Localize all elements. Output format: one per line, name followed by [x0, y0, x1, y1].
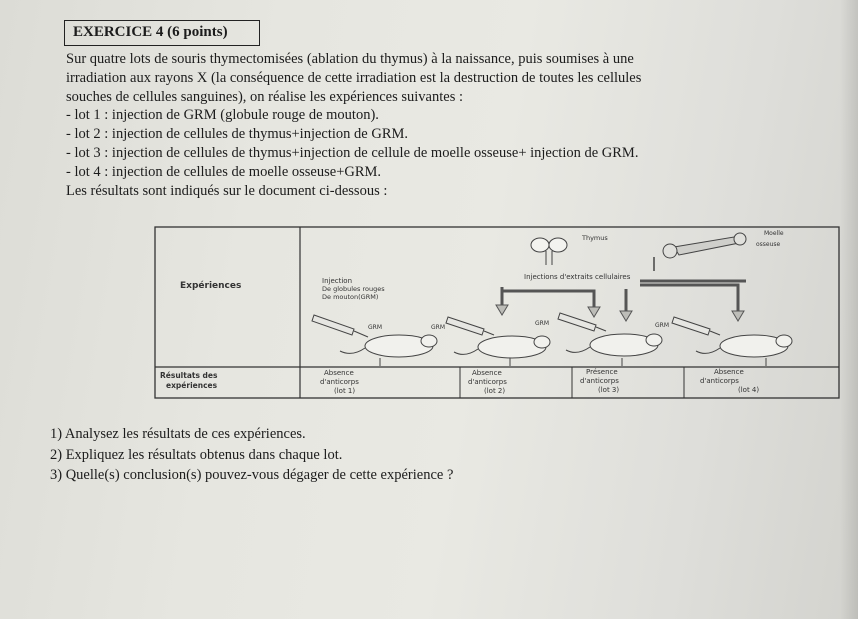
- grm-label: GRM: [535, 320, 549, 327]
- result-lot-3: Présence d'anticorps (lot 3): [580, 368, 619, 394]
- thymus-icon: [530, 237, 568, 265]
- injection-label: De mouton(GRM): [322, 293, 378, 301]
- result-detail: d'anticorps: [320, 378, 359, 386]
- result-arrows: [379, 358, 767, 366]
- page-shadow: [840, 0, 858, 619]
- questions-list: 1) Analysez les résultats de ces expérie…: [50, 424, 570, 486]
- statement-line: Sur quatre lots de souris thymectomisées…: [66, 51, 634, 67]
- statement-line: souches de cellules sanguines), on réali…: [66, 88, 464, 105]
- grm-label: GRM: [431, 324, 445, 331]
- syringe-icon: [311, 312, 721, 338]
- row-header-results: expériences: [166, 381, 218, 390]
- arrow-heads: [495, 304, 745, 322]
- question-3: 3) Quelle(s) conclusion(s) pouvez-vous d…: [50, 467, 454, 483]
- result-detail: d'anticorps: [468, 378, 507, 386]
- experiment-diagram: Expériences Résultats des expériences In…: [154, 226, 840, 399]
- lot-2-description: - lot 2 : injection de cellules de thymu…: [66, 126, 409, 143]
- question-1: 1) Analysez les résultats de ces expérie…: [50, 426, 306, 442]
- row-header-experiences: Expériences: [180, 280, 241, 291]
- result-lot: (lot 2): [484, 387, 505, 395]
- lot-4-description: - lot 4 : injection de cellules de moell…: [66, 163, 382, 180]
- result-state: Présence: [586, 368, 618, 376]
- question-2: 2) Expliquez les résultats obtenus dans …: [50, 446, 343, 463]
- result-detail: d'anticorps: [700, 377, 739, 385]
- result-state: Absence: [714, 368, 744, 376]
- mouse-icons: [339, 333, 793, 359]
- experiment-figure: Expériences Résultats des expériences In…: [154, 217, 843, 400]
- grm-label: GRM: [368, 324, 382, 331]
- thymus-label: Thymus: [581, 234, 608, 242]
- result-detail: d'anticorps: [580, 377, 619, 385]
- result-lot: (lot 3): [598, 386, 619, 394]
- injection-arrows: [500, 279, 746, 313]
- result-lot-4: Absence d'anticorps (lot 4): [700, 368, 759, 394]
- moelle-label: osseuse: [756, 241, 781, 248]
- result-lot-2: Absence d'anticorps (lot 2): [468, 369, 507, 395]
- lot-1-description: - lot 1 : injection de GRM (globule roug…: [66, 107, 379, 124]
- statement-line: irradiation aux rayons X (la conséquence…: [66, 69, 642, 86]
- injections-label: Injections d'extraits cellulaires: [524, 273, 631, 281]
- lot-3-description: - lot 3 : injection de cellules de thymu…: [66, 144, 639, 161]
- result-state: Absence: [472, 369, 502, 377]
- result-lot: (lot 1): [334, 387, 355, 395]
- moelle-label: Moelle: [764, 230, 784, 237]
- injection-label: Injection: [322, 277, 352, 285]
- table-border: [154, 226, 840, 399]
- grm-label: GRM: [655, 322, 669, 329]
- result-lot-1: Absence d'anticorps (lot 1): [320, 369, 359, 395]
- results-intro: Les résultats sont indiqués sur le docum…: [66, 182, 388, 199]
- injection-label: De globules rouges: [322, 285, 385, 293]
- result-lot: (lot 4): [738, 386, 759, 394]
- row-header-results: Résultats des: [160, 371, 218, 380]
- exercise-title: EXERCICE 4 (6 points): [64, 20, 260, 46]
- bone-icon: [653, 232, 747, 271]
- exercise-statement: Sur quatre lots de souris thymectomisées…: [66, 50, 666, 200]
- result-state: Absence: [324, 369, 354, 377]
